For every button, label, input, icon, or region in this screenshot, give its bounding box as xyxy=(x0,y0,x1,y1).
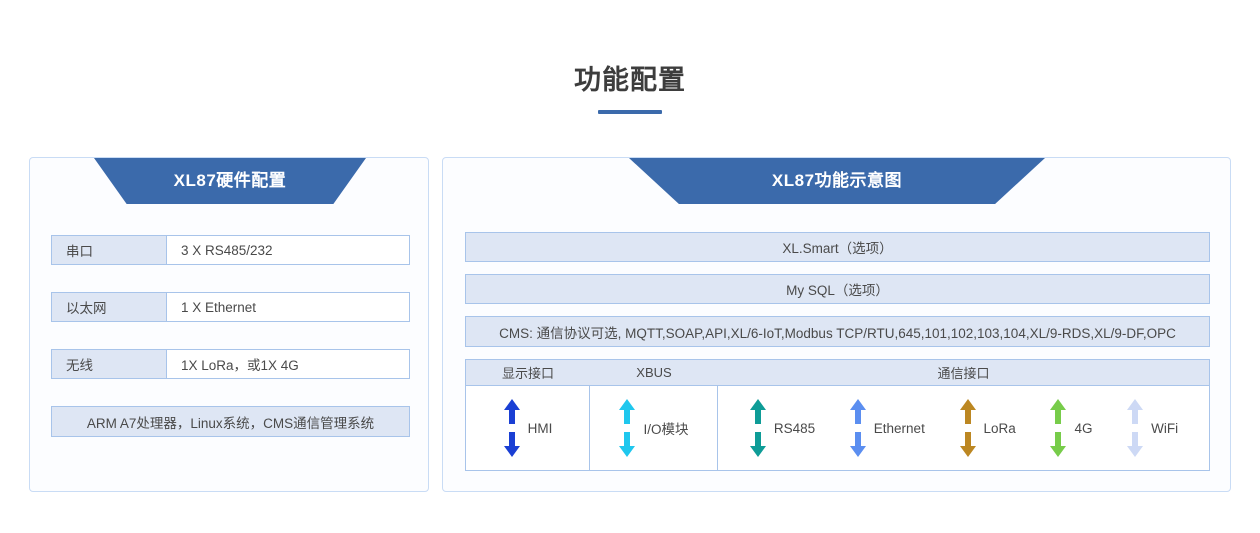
page-title: 功能配置 xyxy=(574,65,686,95)
bidirectional-arrow-icon xyxy=(1126,399,1144,457)
title-underline-rule xyxy=(598,110,662,114)
stack-band-cms-protocols: CMS: 通信协议可选, MQTT,SOAP,API,XL/6-IoT,Modb… xyxy=(465,316,1210,347)
bidirectional-arrow-icon xyxy=(1049,399,1067,457)
bidirectional-arrow-icon xyxy=(849,399,867,457)
port-label-hmi: HMI xyxy=(527,420,553,436)
spec-label-ethernet: 以太网 xyxy=(51,292,167,322)
matrix-cell-display: HMI xyxy=(466,386,590,470)
hardware-config-banner-title: XL87硬件配置 xyxy=(173,170,287,190)
hardware-spec-list: 串口 3 X RS485/232 以太网 1 X Ethernet 无线 1X … xyxy=(51,235,410,437)
port-io-module: I/O模块 xyxy=(618,399,689,457)
spec-row: 无线 1X LoRa，或1X 4G xyxy=(51,349,410,379)
software-stack: XL.Smart（选项） My SQL（选项） CMS: 通信协议可选, MQT… xyxy=(465,232,1210,471)
spec-label-serial: 串口 xyxy=(51,235,167,265)
spec-label-wireless: 无线 xyxy=(51,349,167,379)
port-lora: LoRa xyxy=(959,399,1016,457)
port-label-io-module: I/O模块 xyxy=(643,422,689,437)
bidirectional-arrow-icon xyxy=(503,399,521,457)
interface-matrix-header: 显示接口 XBUS 通信接口 xyxy=(466,360,1209,386)
hardware-platform-summary: ARM A7处理器，Linux系统，CMS通信管理系统 xyxy=(51,406,410,437)
interface-matrix: 显示接口 XBUS 通信接口 HMI I/O模块 xyxy=(465,359,1210,471)
spec-value-serial: 3 X RS485/232 xyxy=(167,235,410,265)
function-diagram-panel: XL87功能示意图 XL.Smart（选项） My SQL（选项） CMS: 通… xyxy=(442,157,1231,492)
page-title-block: 功能配置 xyxy=(0,62,1260,114)
port-wifi: WiFi xyxy=(1126,399,1178,457)
hardware-config-panel: XL87硬件配置 串口 3 X RS485/232 以太网 1 X Ethern… xyxy=(29,157,429,492)
matrix-header-comm: 通信接口 xyxy=(937,366,990,381)
interface-matrix-body: HMI I/O模块 RS485 Ether xyxy=(466,386,1209,470)
function-diagram-banner-title: XL87功能示意图 xyxy=(771,170,903,190)
port-label-wifi: WiFi xyxy=(1151,420,1179,436)
spec-value-wireless: 1X LoRa，或1X 4G xyxy=(167,349,410,379)
port-label-lora: LoRa xyxy=(983,420,1016,436)
port-ethernet: Ethernet xyxy=(849,399,925,457)
spec-value-ethernet: 1 X Ethernet xyxy=(167,292,410,322)
port-label-rs485: RS485 xyxy=(773,420,816,436)
matrix-cell-xbus: I/O模块 xyxy=(590,386,718,470)
stack-band-xlsmart: XL.Smart（选项） xyxy=(465,232,1210,262)
port-hmi: HMI xyxy=(503,399,553,457)
bidirectional-arrow-icon xyxy=(749,399,767,457)
stack-band-mysql: My SQL（选项） xyxy=(465,274,1210,304)
port-rs485: RS485 xyxy=(749,399,815,457)
function-diagram-banner: XL87功能示意图 xyxy=(629,158,1045,204)
port-label-4g: 4G xyxy=(1074,420,1093,436)
matrix-header-display: 显示接口 xyxy=(501,366,554,381)
port-4g: 4G xyxy=(1049,399,1092,457)
bidirectional-arrow-icon xyxy=(959,399,977,457)
hardware-config-banner: XL87硬件配置 xyxy=(94,158,366,204)
matrix-header-xbus: XBUS xyxy=(636,365,672,380)
port-label-ethernet: Ethernet xyxy=(873,420,925,436)
bidirectional-arrow-icon xyxy=(618,399,636,457)
spec-row: 以太网 1 X Ethernet xyxy=(51,292,410,322)
matrix-cell-comm: RS485 Ethernet LoRa 4G xyxy=(718,386,1209,470)
spec-row: 串口 3 X RS485/232 xyxy=(51,235,410,265)
